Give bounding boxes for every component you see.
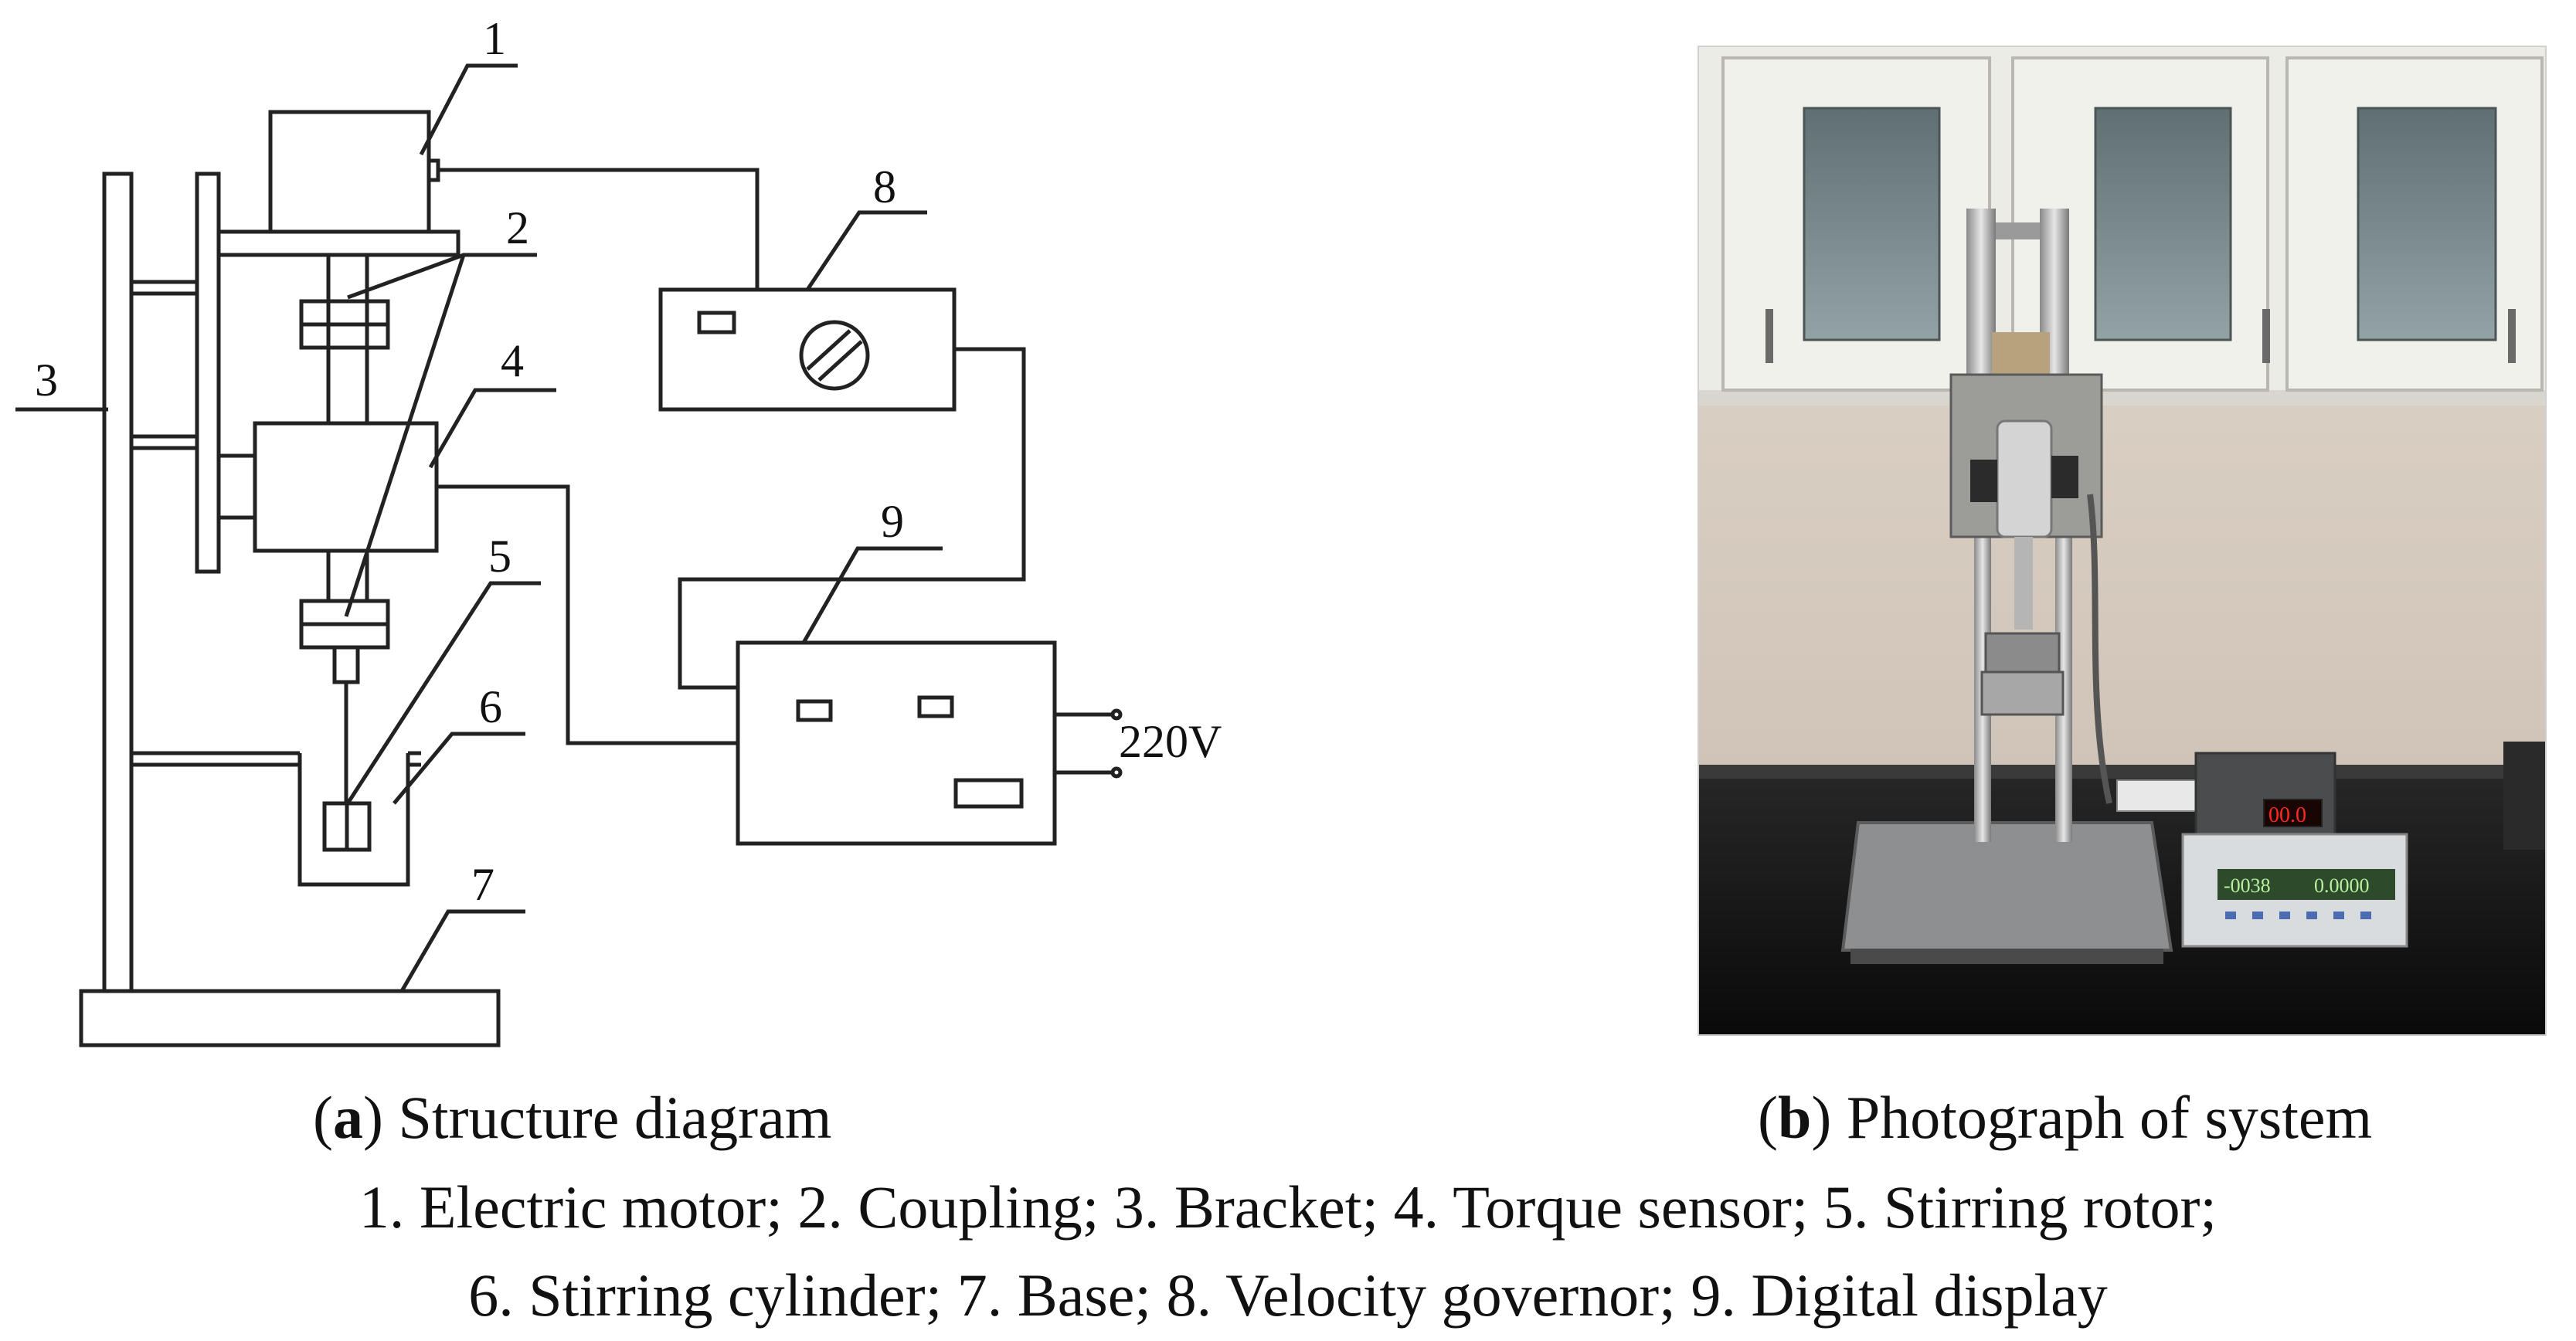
legend-line-2: 6. Stirring cylinder; 7. Base; 8. Veloci… [468,1261,2108,1329]
caption-a-letter: a [332,1084,363,1151]
photo-green-readout-left: -0038 [2224,874,2271,897]
photo-base-plate [1840,821,2173,952]
photo-green-readout-right: 0.0000 [2314,874,2370,897]
digital-display [736,640,1057,846]
velocity-governor [658,287,957,412]
caption-b-letter: b [1777,1084,1812,1151]
part-label-8: 8 [873,161,896,212]
part-label-7: 7 [471,859,494,910]
part-label-9: 9 [881,496,904,547]
part-label-1: 1 [483,13,506,64]
part-label-3: 3 [35,355,58,406]
part-label-2: 2 [506,202,529,253]
part-label-4: 4 [501,335,524,386]
caption-b: (b) Photograph of system [1758,1084,2373,1151]
legend-line-1: 1. Electric motor; 2. Coupling; 3. Brack… [359,1173,2217,1241]
photograph: 00.0 -0038 0.0000 [1698,46,2547,1036]
base [79,989,501,1047]
caption-a-text: Structure diagram [398,1084,832,1151]
photo-red-readout: 00.0 [2268,803,2306,827]
electric-motor [268,110,431,234]
bracket-post [102,171,134,993]
motor-plate [216,229,460,257]
part-labels: 1 2 3 4 5 6 7 8 9 220V [35,13,1222,910]
torque-sensor [253,421,439,553]
caption-b-text: Photograph of system [1846,1084,2373,1151]
part-label-5: 5 [488,531,511,582]
caption-a: (a) Structure diagram [313,1084,832,1151]
part-label-6: 6 [479,681,502,732]
structure-diagram [15,63,1123,1047]
mounting-plate [195,171,221,574]
stirring-cylinder [297,753,410,887]
voltage-label: 220V [1119,716,1222,767]
